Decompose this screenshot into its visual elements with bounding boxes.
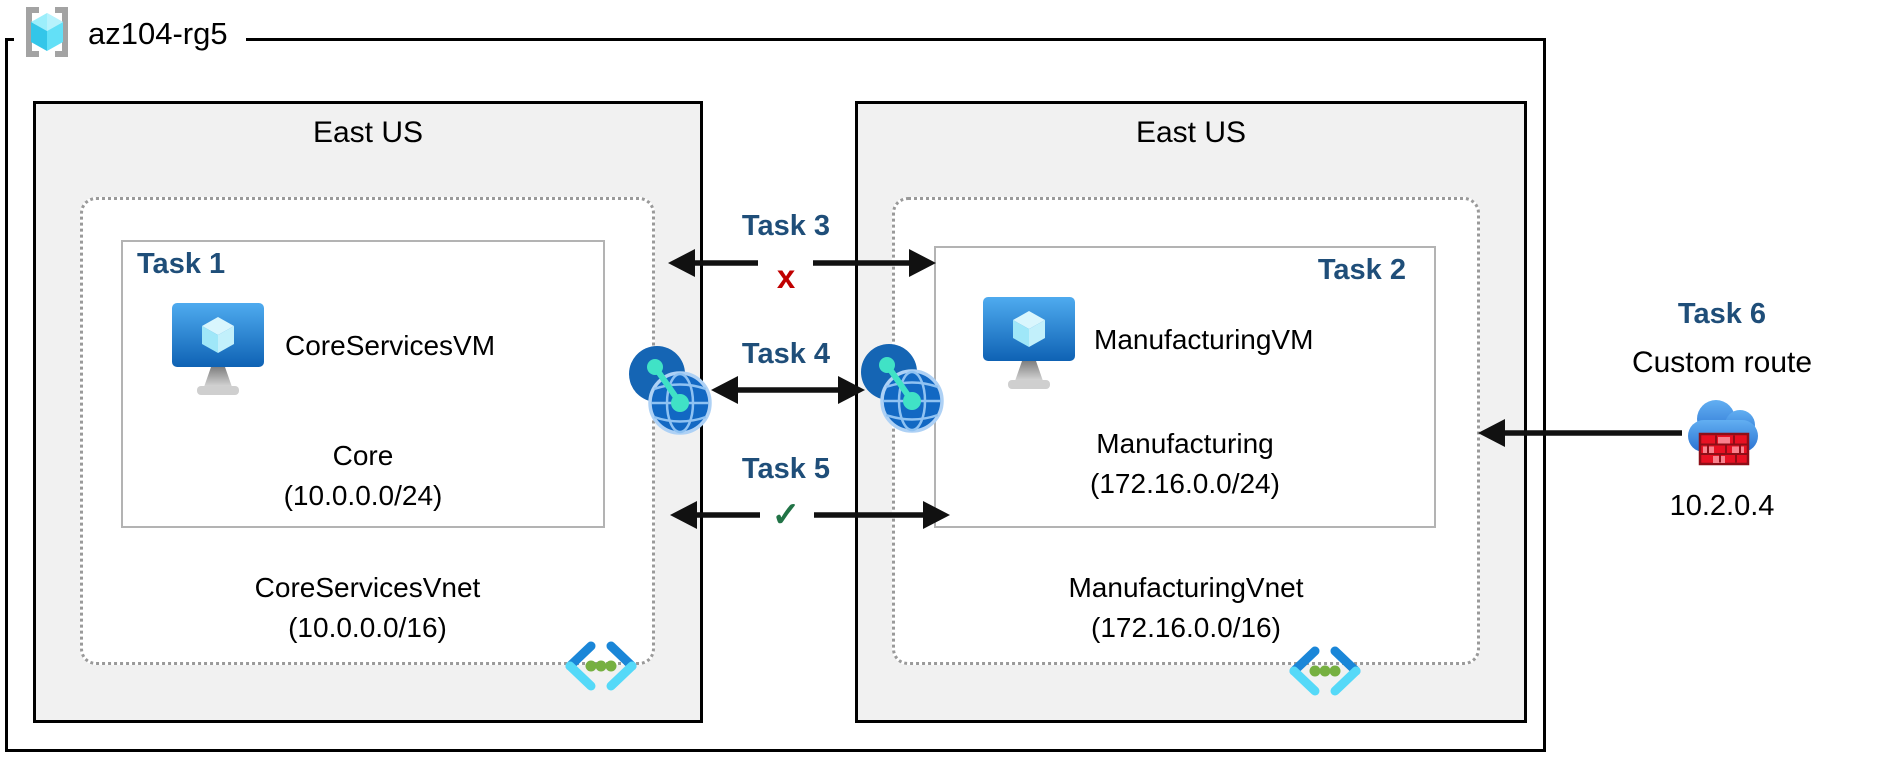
vm-name: ManufacturingVM [1094, 324, 1314, 355]
task4-label: Task 4 [741, 338, 831, 370]
vnet-icon [561, 638, 641, 699]
resource-group-label: az104-rg5 [14, 4, 246, 64]
subnet-cidr: (172.16.0.0/24) [1090, 468, 1280, 499]
core-services-vnet-box: Task 1 CoreServicesVM Core (10.0.0.0/24) [80, 197, 655, 691]
resource-group-icon [18, 3, 76, 66]
vnet-cidr: (172.16.0.0/16) [1091, 612, 1281, 643]
nva-ip-address: 10.2.0.4 [1669, 490, 1775, 522]
task6-label: Task 6 [1677, 298, 1767, 330]
vm-icon [171, 302, 265, 407]
subnet-name: Manufacturing [1096, 428, 1274, 459]
vm-name: CoreServicesVM [285, 330, 496, 361]
blocked-x-mark: x [776, 258, 796, 295]
peering-icon-right [858, 342, 946, 439]
vnet-name-cidr: CoreServicesVnet (10.0.0.0/16) [83, 568, 652, 648]
check-mark: ✓ [771, 496, 801, 534]
region-title: East US [312, 116, 424, 149]
vm-icon [982, 296, 1076, 401]
vnet-name: ManufacturingVnet [1068, 572, 1304, 603]
vnet-icon [1285, 643, 1365, 704]
custom-route-label: Custom route [1631, 346, 1813, 379]
task3-label: Task 3 [741, 210, 831, 242]
manufacturing-vnet-box: Task 2 ManufacturingVM Manufacturing (17… [892, 197, 1480, 696]
resource-group-name: az104-rg5 [88, 16, 228, 51]
vnet-name: CoreServicesVnet [254, 572, 481, 603]
task2-label: Task 2 [1317, 254, 1406, 286]
subnet-cidr: (10.0.0.0/24) [283, 480, 443, 511]
task5-label: Task 5 [741, 453, 831, 485]
region-title: East US [1135, 116, 1247, 149]
region-core-eastus: East US Task 1 CoreServicesVM Core [33, 101, 703, 723]
core-subnet-box: Task 1 CoreServicesVM Core (10.0.0.0/24) [121, 240, 605, 528]
vnet-name-cidr: ManufacturingVnet (172.16.0.0/16) [895, 568, 1477, 648]
region-manufacturing-eastus: East US Task 2 ManufacturingVM Man [855, 101, 1527, 723]
subnet-name-cidr: Core (10.0.0.0/24) [123, 436, 603, 516]
manufacturing-subnet-box: Task 2 ManufacturingVM Manufacturing (17… [934, 246, 1436, 528]
peering-icon-left [626, 344, 714, 441]
vnet-cidr: (10.0.0.0/16) [288, 612, 447, 643]
subnet-name: Core [332, 440, 394, 471]
task1-label: Task 1 [137, 248, 226, 280]
cloud-firewall-icon [1678, 394, 1770, 479]
subnet-name-cidr: Manufacturing (172.16.0.0/24) [936, 424, 1434, 504]
